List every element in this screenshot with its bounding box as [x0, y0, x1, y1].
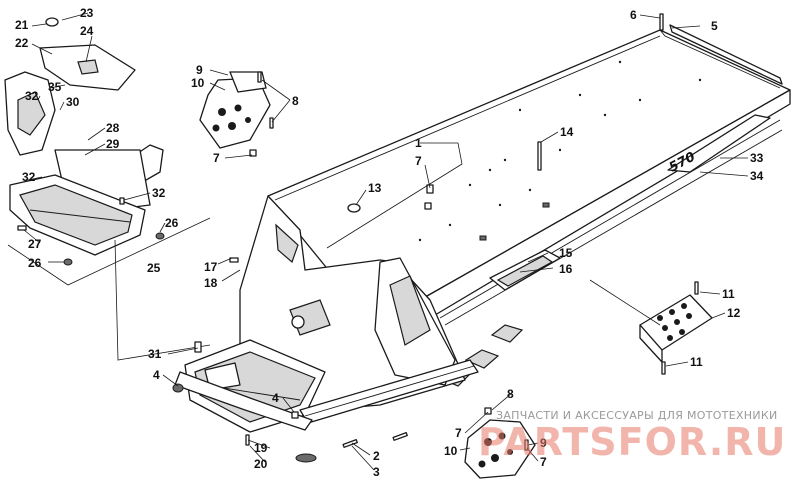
callout-6: 6: [630, 8, 637, 22]
callout-26: 26: [28, 256, 42, 270]
callout-4: 4: [272, 391, 279, 405]
callout-2: 2: [373, 449, 380, 463]
callout-27: 27: [28, 237, 42, 251]
leader-lines: [23, 12, 749, 471]
callout-7: 7: [415, 154, 422, 168]
callout-32: 32: [22, 170, 36, 184]
callout-9: 9: [540, 436, 547, 450]
callout-35: 35: [48, 80, 62, 94]
callout-21: 21: [15, 18, 29, 32]
callout-4: 4: [153, 368, 160, 382]
callout-7: 7: [540, 455, 547, 469]
callout-7: 7: [213, 151, 220, 165]
callout-15: 15: [559, 246, 573, 260]
callout-34: 34: [750, 169, 764, 183]
tunnel-rivets: [418, 60, 702, 242]
callout-20: 20: [254, 457, 268, 471]
callout-29: 29: [106, 137, 120, 151]
callout-12: 12: [727, 306, 741, 320]
callout-33: 33: [750, 151, 764, 165]
callout-13: 13: [368, 181, 382, 195]
callout-30: 30: [66, 95, 80, 109]
callout-32: 32: [25, 89, 39, 103]
watermark: ЗАПЧАСТИ И АКСЕССУАРЫ ДЛЯ МОТОТЕХНИКИ PA…: [478, 409, 786, 464]
watermark-caption: ЗАПЧАСТИ И АКСЕССУАРЫ ДЛЯ МОТОТЕХНИКИ: [496, 409, 778, 422]
callout-3: 3: [373, 465, 380, 479]
callout-26: 26: [165, 216, 179, 230]
hardware: [17, 13, 783, 451]
left-bracket-assembly: [4, 17, 211, 361]
callout-7: 7: [455, 426, 462, 440]
callout-11: 11: [722, 287, 735, 301]
callout-14: 14: [560, 125, 574, 139]
callout-8: 8: [507, 387, 514, 401]
callout-5: 5: [711, 19, 718, 33]
tunnel-assembly: 570: [267, 29, 791, 387]
callout-17: 17: [204, 260, 218, 274]
callout-10: 10: [444, 444, 458, 458]
callout-8: 8: [292, 94, 299, 108]
callout-32: 32: [152, 186, 166, 200]
chassis-bulkhead: [174, 195, 479, 463]
callout-11: 11: [690, 355, 703, 369]
watermark-logo: PARTSFOR.RU: [478, 420, 786, 464]
callout-24: 24: [80, 24, 94, 38]
running-board-bracket: [639, 294, 713, 363]
upper-foot-plate: [199, 71, 271, 149]
callout-1: 1: [415, 136, 422, 150]
callout-9: 9: [196, 63, 203, 77]
callout-23: 23: [80, 6, 94, 20]
callout-25: 25: [147, 261, 161, 275]
callout-31: 31: [148, 347, 162, 361]
callout-labels: 1 2 3 4 4 5 6 7 7 7 7 8 8 9 9 10 10 11 1…: [15, 6, 764, 479]
callout-18: 18: [204, 276, 218, 290]
callout-22: 22: [15, 36, 29, 50]
callout-16: 16: [559, 262, 573, 276]
callout-19: 19: [254, 441, 268, 455]
callout-28: 28: [106, 121, 120, 135]
lower-foot-plate: [464, 419, 536, 479]
callout-10: 10: [191, 76, 205, 90]
